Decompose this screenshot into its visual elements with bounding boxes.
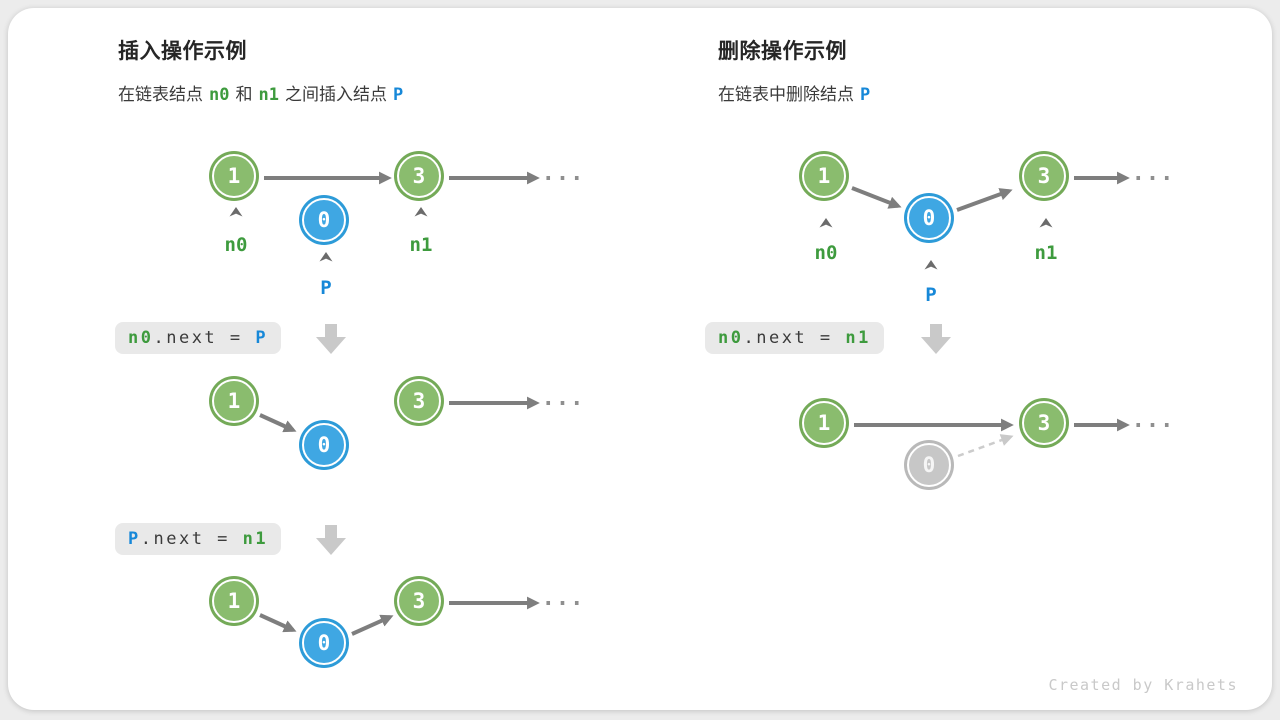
ellipsis: ... <box>541 386 585 411</box>
ellipsis: ... <box>1131 408 1175 433</box>
code-lhs: P <box>128 529 141 549</box>
node-p: 0 <box>302 423 346 467</box>
node-value: 3 <box>1037 164 1051 188</box>
insert-subtitle-and: 和 <box>235 85 253 104</box>
insert-subtitle-post: 之间插入结点 <box>284 85 387 104</box>
diagram-card <box>8 8 1272 710</box>
code-mid: .next = <box>743 328 846 348</box>
node-3: 3 <box>1022 154 1066 198</box>
ellipsis: ... <box>541 161 585 186</box>
node-p: 0 <box>302 621 346 665</box>
node-value: 1 <box>227 164 241 188</box>
code-mid: .next = <box>153 328 256 348</box>
insert-subtitle-p: P <box>392 85 404 105</box>
node-value: 3 <box>412 164 426 188</box>
node-value: 0 <box>922 453 936 477</box>
down-arrow-icon <box>316 525 346 555</box>
node-value: 1 <box>817 411 831 435</box>
insert-subtitle: 在链表结点 n0 和 n1 之间插入结点 P <box>118 80 409 105</box>
label-n0: n0 <box>814 242 838 264</box>
node-value: 1 <box>227 389 241 413</box>
label-p: P <box>320 277 332 299</box>
code-mid: .next = <box>140 529 243 549</box>
insert-subtitle-n1: n1 <box>258 85 279 105</box>
code-lhs: n0 <box>128 328 154 348</box>
label-n1: n1 <box>409 234 433 256</box>
node-value: 0 <box>317 433 331 457</box>
delete-subtitle-pre: 在链表中删除结点 <box>718 85 854 104</box>
label-n1: n1 <box>1034 242 1058 264</box>
insert-subtitle-pre: 在链表结点 <box>118 85 203 104</box>
caret-up-icon <box>819 218 833 228</box>
code-delete-step1: n0.next = n1 <box>705 322 884 354</box>
delete-subtitle: 在链表中删除结点 P <box>718 80 876 105</box>
node-value: 1 <box>817 164 831 188</box>
node-value: 0 <box>317 631 331 655</box>
code-insert-step2: P.next = n1 <box>115 523 282 555</box>
node-3: 3 <box>1022 401 1066 445</box>
node-1: 1 <box>212 154 256 198</box>
caret-up-icon <box>924 260 938 270</box>
caret-up-icon <box>1039 218 1053 228</box>
node-p: 0 <box>302 198 346 242</box>
node-value: 0 <box>922 206 936 230</box>
caret-up-icon <box>414 207 428 217</box>
node-value: 0 <box>317 208 331 232</box>
code-rhs: n1 <box>845 328 871 348</box>
code-rhs: n1 <box>242 529 269 549</box>
node-1: 1 <box>802 401 846 445</box>
down-arrow-icon <box>316 324 346 354</box>
ellipsis: ... <box>1131 161 1175 186</box>
node-value: 3 <box>1037 411 1051 435</box>
insert-subtitle-n0: n0 <box>209 85 230 105</box>
insert-title: 插入操作示例 <box>118 40 247 63</box>
code-rhs: P <box>255 328 269 348</box>
node-p: 0 <box>907 196 951 240</box>
label-p: P <box>925 284 937 306</box>
node-value: 3 <box>412 589 426 613</box>
node-1: 1 <box>212 579 256 623</box>
node-value: 1 <box>227 589 241 613</box>
node-value: 3 <box>412 389 426 413</box>
delete-subtitle-p: P <box>860 85 871 105</box>
code-lhs: n0 <box>718 328 744 348</box>
node-p-removed: 0 <box>907 443 951 487</box>
node-1: 1 <box>802 154 846 198</box>
node-3: 3 <box>397 579 441 623</box>
ellipsis: ... <box>541 586 585 611</box>
watermark-credit: Created by Krahets <box>1048 676 1238 694</box>
label-n0: n0 <box>224 234 248 256</box>
node-1: 1 <box>212 379 256 423</box>
node-3: 3 <box>397 154 441 198</box>
down-arrow-icon <box>921 324 951 354</box>
caret-up-icon <box>319 252 333 262</box>
code-insert-step1: n0.next = P <box>115 322 282 354</box>
node-3: 3 <box>397 379 441 423</box>
caret-up-icon <box>229 207 243 217</box>
delete-title: 删除操作示例 <box>718 40 847 63</box>
